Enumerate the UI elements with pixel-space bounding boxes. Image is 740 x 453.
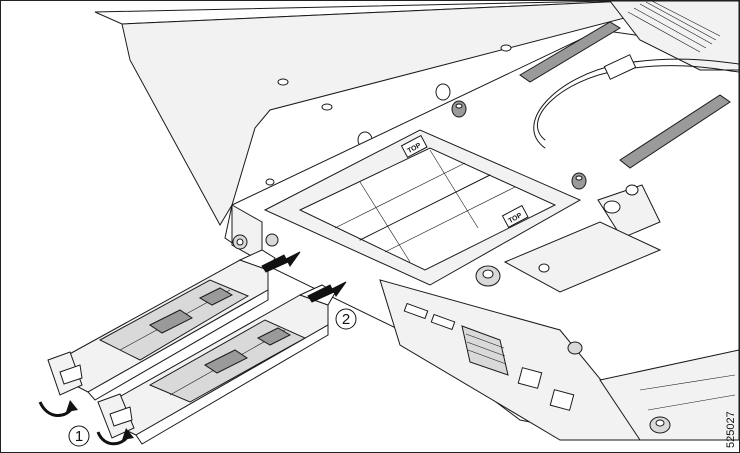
m2-module-lower xyxy=(97,284,336,445)
m2-carrier-inner xyxy=(298,147,557,271)
callout-2-number: 2 xyxy=(342,311,350,328)
callout-1: 1 xyxy=(68,425,90,447)
carrier-divider xyxy=(359,174,491,241)
cable-connector xyxy=(603,54,637,80)
pcie-slot-upper xyxy=(519,21,621,83)
psu-bay xyxy=(599,349,740,441)
server-chassis: TOP TOP xyxy=(94,0,740,441)
callout-1-number: 1 xyxy=(75,428,83,445)
callout-2: 2 xyxy=(335,308,357,330)
chassis-front-ear xyxy=(231,204,279,263)
heatsink-fins xyxy=(627,0,721,53)
front-slots xyxy=(403,302,456,331)
removal-arrow-upper xyxy=(261,251,301,273)
mid-board xyxy=(503,221,662,293)
top-label-rear: TOP xyxy=(400,134,428,159)
latch-rotate-arrow-upper xyxy=(38,400,78,417)
m2-module-upper xyxy=(47,249,276,401)
removal-arrow-lower xyxy=(307,281,347,303)
front-panel-vent xyxy=(461,325,509,376)
heatsink-area xyxy=(608,0,740,71)
thumbscrew-right xyxy=(571,172,587,190)
thumbscrew-left xyxy=(451,100,467,118)
figure-id: 525027 xyxy=(725,411,737,448)
top-label-front: TOP xyxy=(501,204,529,229)
pcie-slot-right xyxy=(619,94,731,169)
latch-rotate-arrow-lower xyxy=(96,428,134,446)
ethernet-ports xyxy=(517,367,575,411)
